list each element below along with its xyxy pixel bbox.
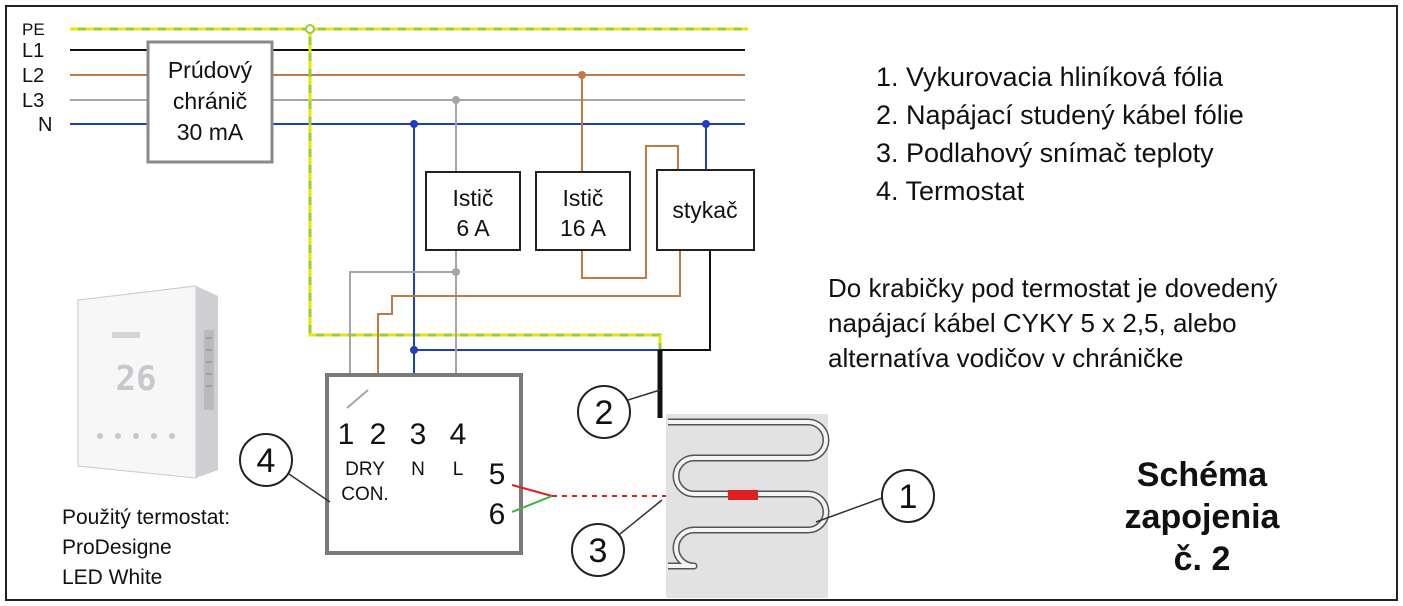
thermostat-box: 1 2 3 4 DRY CON. N L 5 6 — [325, 373, 523, 555]
bus-label-l1: L1 — [22, 40, 44, 62]
callout-2: 2 — [577, 385, 661, 439]
n-junction-3 — [702, 120, 710, 128]
legend-item-4: 4. Termostat — [876, 176, 1025, 206]
terminal-con-label: CON. — [341, 484, 389, 505]
terminal-2: 2 — [370, 418, 387, 451]
thermostat-device-icon: 26 — [77, 285, 218, 479]
callout-2-num: 2 — [595, 394, 614, 432]
breaker16-to-contactor-wire — [581, 145, 679, 279]
dry-contact-switch — [346, 389, 369, 409]
breaker-6a: Istič 6 A — [425, 171, 521, 251]
gray-junction — [452, 268, 460, 276]
outer-border — [5, 5, 1398, 601]
callout-1-num: 1 — [899, 478, 918, 516]
title-line-2: zapojenia — [1125, 498, 1281, 536]
contactor-box: stykač — [656, 169, 755, 251]
rcd-box: Prúdový chránič 30 mA — [146, 40, 274, 164]
contactor-coil-to-term2-wire — [377, 250, 681, 410]
note-line-3: alternatíva vodičov v chráničke — [828, 343, 1184, 373]
note-line-1: Do krabičky pod termostat je dovedený — [828, 273, 1277, 303]
diagram-title: Schéma zapojenia č. 2 — [1125, 456, 1281, 578]
sensor-wire-green — [511, 495, 553, 513]
device-temperature: 26 — [116, 359, 157, 399]
legend: 1. Vykurovacia hliníková fólia 2. Napája… — [876, 62, 1244, 206]
callout-4: 4 — [239, 433, 331, 503]
terminal-4: 4 — [450, 418, 467, 451]
sensor-tip-icon — [728, 490, 758, 500]
note-line-2: napájací kábel CYKY 5 x 2,5, alebo — [828, 308, 1237, 338]
l2-junction — [578, 71, 586, 79]
legend-item-3: 3. Podlahový snímač teploty — [876, 138, 1214, 168]
heating-foil-icon — [666, 414, 830, 598]
terminal-1: 1 — [338, 418, 355, 451]
terminal-6: 6 — [489, 498, 506, 531]
callout-3-num: 3 — [589, 532, 608, 570]
bus-label-n: N — [38, 114, 52, 136]
contactor-label: stykač — [672, 197, 737, 223]
contactor-out-wire — [660, 250, 711, 351]
breaker6-line2: 6 A — [456, 215, 490, 241]
sensor-wire-red — [511, 484, 553, 497]
used-thermostat-line3: LED White — [62, 566, 162, 589]
rcd-line2: chránič — [173, 88, 247, 114]
title-line-1: Schéma — [1137, 456, 1268, 494]
breaker-16a: Istič 16 A — [535, 171, 631, 251]
title-line-3: č. 2 — [1174, 540, 1231, 578]
breaker6-line1: Istič — [453, 185, 494, 211]
terminal-5: 5 — [489, 458, 506, 491]
breaker16-line1: Istič — [563, 185, 604, 211]
terminal-3: 3 — [410, 418, 427, 451]
l3-junction — [452, 96, 460, 104]
terminal-n-label: N — [411, 459, 425, 480]
used-thermostat-line2: ProDesigne — [62, 536, 172, 559]
terminal-dry-label: DRY — [345, 459, 385, 480]
legend-item-2: 2. Napájací studený kábel fólie — [876, 100, 1244, 130]
rcd-line3: 30 mA — [177, 119, 244, 145]
gray-to-term1-wire — [349, 271, 456, 410]
breaker16-line2: 16 A — [560, 215, 607, 241]
bus-label-l2: L2 — [22, 65, 44, 87]
pe-junction — [305, 24, 315, 34]
callout-3: 3 — [571, 499, 663, 577]
terminal-l-label: L — [453, 459, 464, 480]
rcd-line1: Prúdový — [168, 57, 253, 83]
n-junction-1 — [410, 120, 418, 128]
callout-4-num: 4 — [257, 442, 276, 480]
callout-1: 1 — [815, 469, 935, 523]
pe-drop-wire — [308, 29, 662, 350]
used-thermostat-line1: Použitý termostat: — [62, 506, 230, 529]
bus-label-pe: PE — [22, 20, 45, 39]
note: Do krabičky pod termostat je dovedený na… — [828, 273, 1277, 373]
legend-item-1: 1. Vykurovacia hliníková fólia — [876, 62, 1224, 92]
n-junction-2 — [410, 346, 418, 354]
bus-label-l3: L3 — [22, 90, 44, 112]
